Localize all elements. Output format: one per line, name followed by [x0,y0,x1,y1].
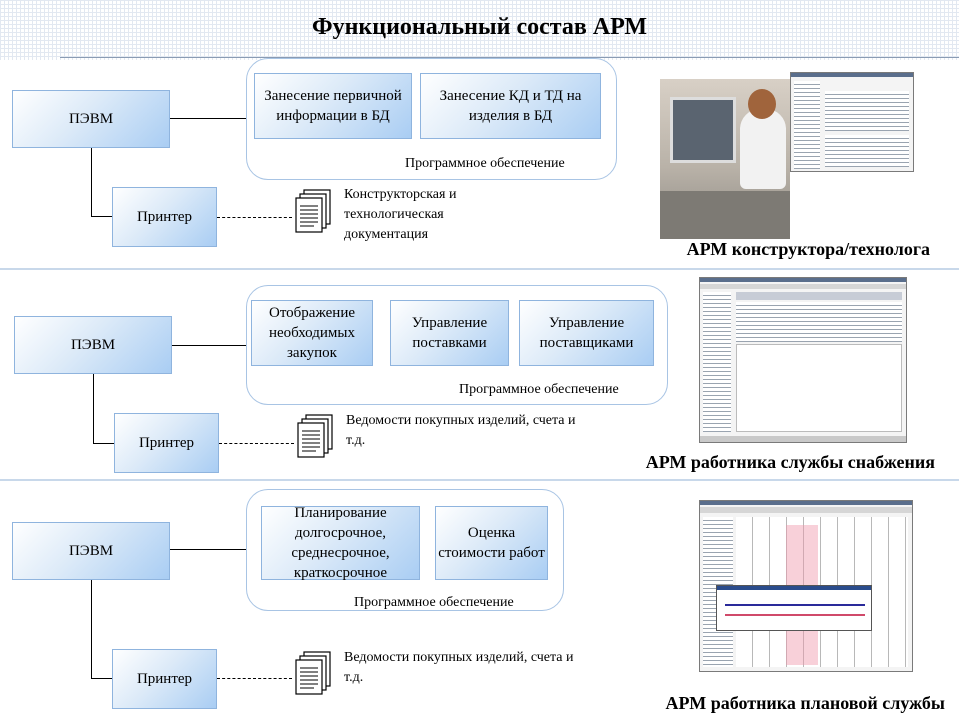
connector-line [91,580,92,679]
software-screenshot [790,72,914,172]
module-box: Оценка стоимости работ [435,506,548,580]
workstation-caption: АРМ работника плановой службы [665,693,945,713]
document-label: Ведомости покупных изделий, счета и т.д. [346,413,576,448]
header-grid-background [0,0,959,60]
module-box: Планирование долгосрочное, среднесрочное… [261,505,420,581]
workstation-photo [660,79,790,239]
document-stack-icon [295,189,331,233]
title-underline [60,57,959,58]
pc-box: ПЭВМ [14,316,172,374]
connector-line [91,216,112,217]
software-label: Программное обеспечение [354,595,514,610]
software-label: Программное обеспечение [459,382,619,397]
document-label: Конструкторская и технологическая докуме… [344,187,457,242]
workstation-caption: АРМ работника службы снабжения [645,452,935,472]
module-box: Занесение КД и ТД на изделия в БД [420,73,601,139]
workstation-caption: АРМ конструктора/технолога [686,239,930,259]
document-stack-icon [297,414,333,458]
software-label: Программное обеспечение [405,156,565,171]
dashed-connector [217,678,292,679]
pc-box: ПЭВМ [12,522,170,580]
dashed-connector [217,217,292,218]
connector-line [93,443,114,444]
page-title: Функциональный состав АРМ [311,14,648,40]
printer-box: Принтер [112,187,217,247]
module-box: Управление поставками [390,300,509,366]
connector-line [93,374,94,444]
software-screenshot [699,500,913,672]
connector-line [172,345,247,346]
printer-box: Принтер [114,413,219,473]
connector-line [170,549,247,550]
connector-line [91,678,112,679]
pc-box: ПЭВМ [12,90,170,148]
module-box: Управление поставщиками [519,300,654,366]
printer-box: Принтер [112,649,217,709]
section-separator [0,268,959,270]
connector-line [170,118,247,119]
document-stack-icon [295,651,331,695]
connector-line [91,148,92,217]
module-box: Занесение первичной информации в БД [254,73,412,139]
software-screenshot [699,277,907,443]
dashed-connector [219,443,294,444]
module-box: Отображение необходимых закупок [251,300,373,366]
document-label: Ведомости покупных изделий, счета и т.д. [344,650,574,685]
section-separator [0,479,959,481]
